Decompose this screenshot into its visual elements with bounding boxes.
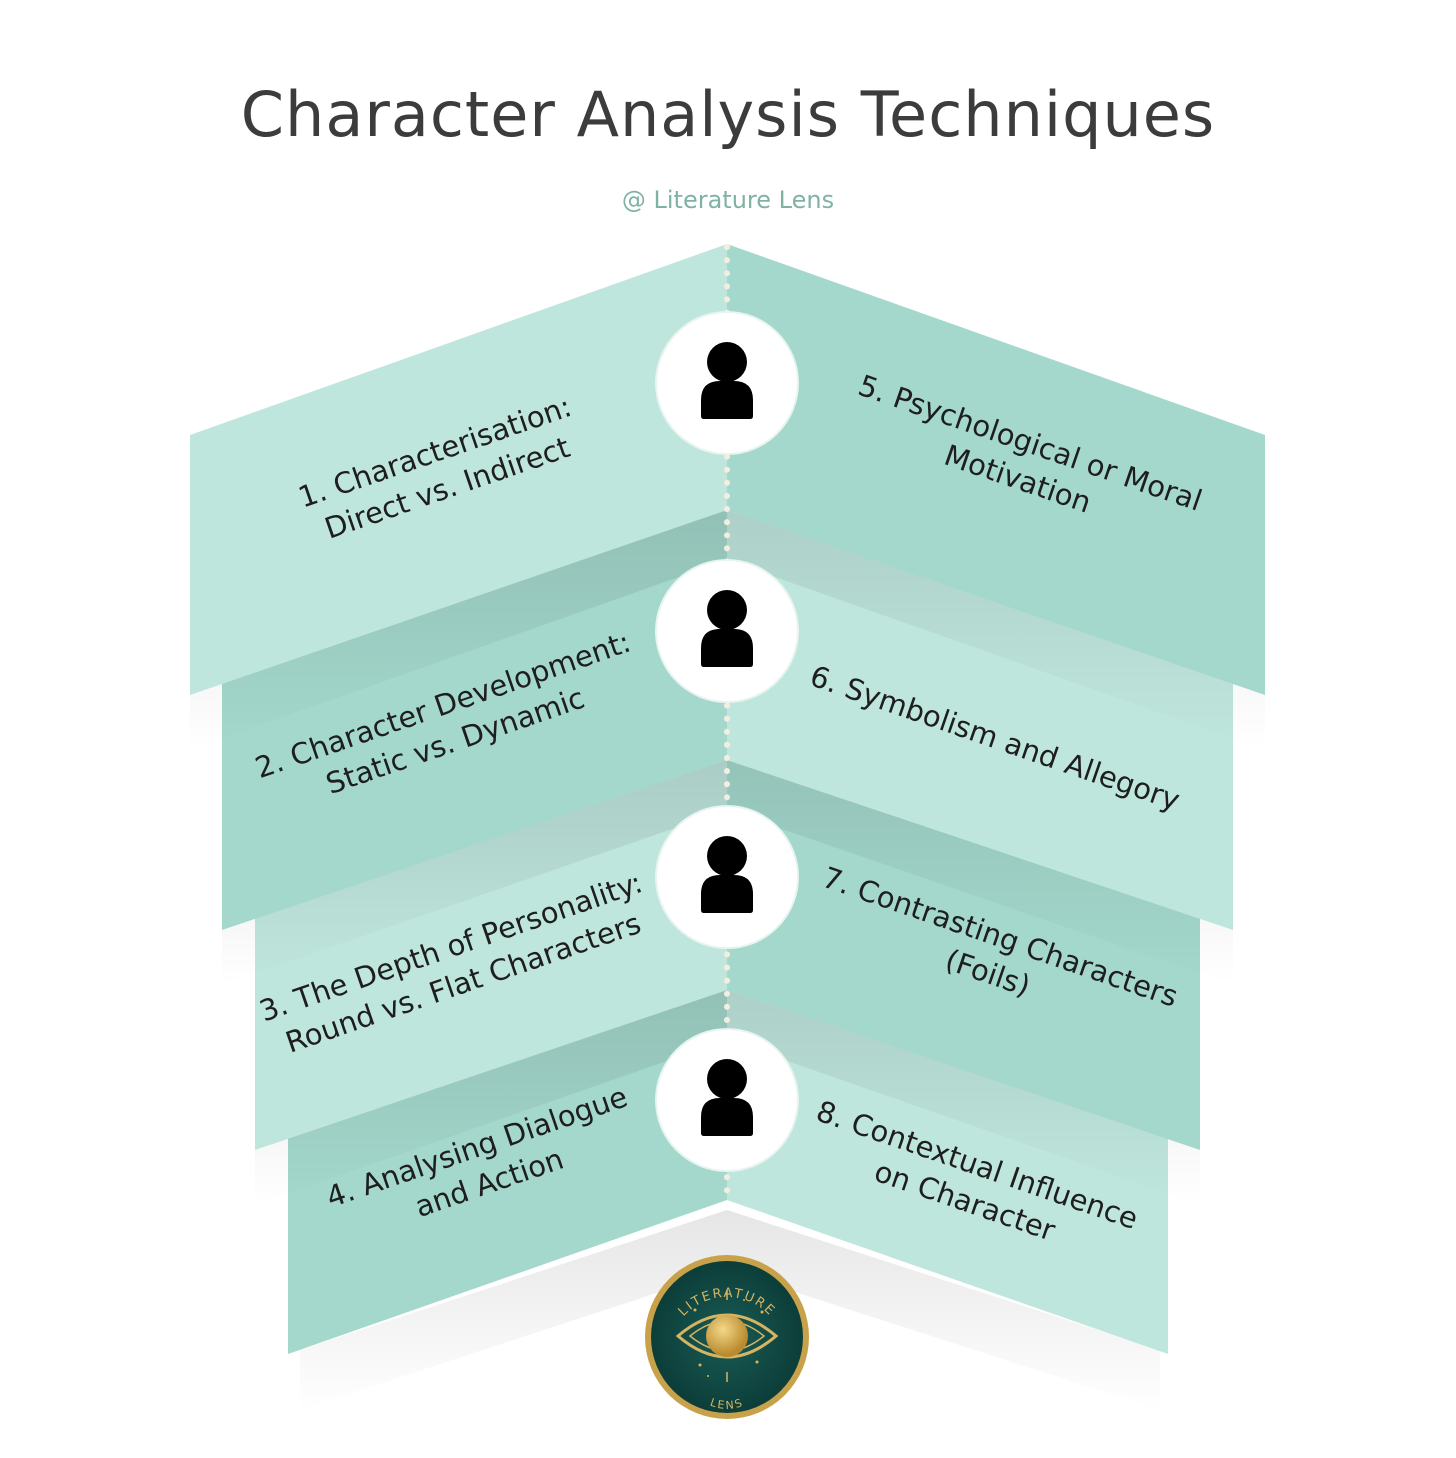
person-icon (701, 1059, 753, 1136)
shadow-2-left (222, 760, 727, 985)
person-icon (701, 342, 753, 419)
panel-3-left (255, 760, 727, 1150)
person-icon-1-badge (655, 311, 799, 455)
shadow-6-right (727, 760, 1233, 985)
literature-lens-logo: LITERATURE LENS (645, 1255, 809, 1419)
panel-7-right (727, 760, 1200, 1150)
floor-shadow (300, 1210, 1160, 1410)
panel-5-right (727, 244, 1265, 695)
shadow-7-right (727, 990, 1200, 1205)
person-icon-2-badge (655, 559, 799, 703)
panel-2-left (222, 510, 727, 930)
person-icon (701, 590, 753, 667)
svg-text:LENS: LENS (708, 1396, 745, 1412)
panel-4-left (288, 990, 727, 1354)
shadow-3-left (255, 990, 727, 1205)
page-subtitle: @ Literature Lens (621, 186, 835, 214)
person-icon (701, 836, 753, 913)
panel-1-left (190, 244, 727, 695)
page-title: Character Analysis Techniques (240, 78, 1216, 151)
panel-8-right (727, 990, 1168, 1354)
shadow-5-right (727, 510, 1265, 750)
logo-bottom-text: LENS (708, 1396, 743, 1412)
person-icon-4-badge (655, 1028, 799, 1172)
panel-6-right (727, 510, 1233, 930)
shadow-1-left (190, 510, 727, 750)
person-icon-3-badge (655, 805, 799, 949)
